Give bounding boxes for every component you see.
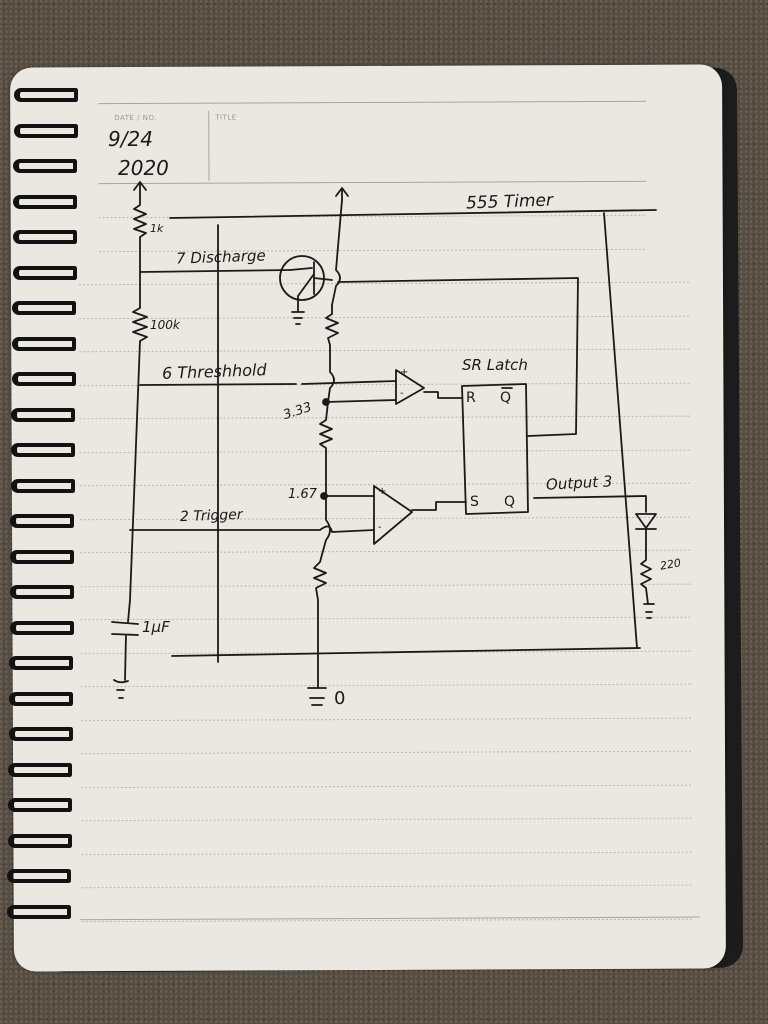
transistor-internals bbox=[289, 261, 333, 297]
chip-bottom-edge bbox=[171, 647, 641, 657]
label-capacitor: 1μF bbox=[142, 618, 170, 636]
latch-qbar-label: Q bbox=[500, 390, 512, 406]
discharge-wire bbox=[139, 269, 291, 273]
lower-comp-plus: + bbox=[378, 486, 387, 497]
vcc-wire-center bbox=[331, 199, 343, 306]
spiral-coil bbox=[12, 230, 79, 244]
resistor-220 bbox=[640, 549, 652, 605]
feedback-wire bbox=[337, 277, 579, 437]
resistor-bottom bbox=[313, 495, 331, 689]
spiral-coil bbox=[11, 443, 77, 457]
lower-comparator bbox=[373, 485, 413, 545]
latch-q-label: Q bbox=[504, 494, 516, 510]
label-trigger: 2 Trigger bbox=[179, 506, 243, 526]
capacitor bbox=[111, 599, 139, 681]
spiral-coil bbox=[7, 904, 73, 919]
label-r2: 100k bbox=[150, 318, 180, 332]
upper-comparator-wires bbox=[325, 391, 463, 403]
spiral-coil bbox=[8, 691, 75, 706]
spiral-coil bbox=[11, 372, 78, 386]
ground-symbol bbox=[307, 687, 327, 706]
upper-comparator bbox=[395, 369, 425, 405]
transistor-ground bbox=[291, 295, 305, 325]
spiral-coil bbox=[13, 194, 79, 209]
resistor-100k bbox=[129, 271, 148, 601]
label-threshold: 6 Threshhold bbox=[161, 360, 267, 383]
spiral-coil bbox=[9, 656, 75, 670]
threshold-wire bbox=[139, 380, 397, 386]
spiral-coil bbox=[11, 407, 77, 422]
latch-s-label: S bbox=[470, 494, 479, 510]
date-line1: 9/24 bbox=[108, 127, 153, 151]
transistor bbox=[279, 255, 325, 301]
spiral-coil bbox=[8, 798, 74, 812]
spiral-coil bbox=[7, 833, 74, 848]
resistor-top bbox=[325, 304, 339, 403]
chip-right-edge bbox=[603, 212, 638, 649]
spiral-coil bbox=[9, 585, 76, 599]
label-output: Output 3 bbox=[545, 472, 613, 494]
lower-comp-minus: - bbox=[378, 522, 382, 533]
label-discharge: 7 Discharge bbox=[175, 246, 267, 268]
spiral-coil bbox=[11, 336, 78, 351]
upper-comp-plus: + bbox=[400, 367, 409, 378]
spiral-coil bbox=[12, 265, 79, 280]
spiral-coil bbox=[14, 88, 80, 102]
label-ground: 0 bbox=[334, 688, 346, 709]
resistor-mid bbox=[319, 401, 333, 497]
capacitor-ground bbox=[113, 679, 129, 699]
date-line2: 2020 bbox=[118, 156, 169, 180]
vcc-arrow-center bbox=[335, 187, 349, 201]
circuit-title: 555 Timer bbox=[465, 190, 554, 214]
latch-r-label: R bbox=[466, 390, 476, 406]
spiral-coil bbox=[7, 869, 73, 883]
sr-latch-box bbox=[461, 383, 529, 515]
spiral-coil bbox=[10, 549, 76, 564]
trigger-wire bbox=[129, 525, 375, 533]
output-wire bbox=[533, 495, 647, 513]
upper-comp-minus: - bbox=[400, 388, 404, 399]
spiral-coil bbox=[8, 727, 75, 741]
spiral-coil bbox=[8, 762, 74, 777]
spiral-coil bbox=[9, 620, 76, 635]
label-r1: 1k bbox=[150, 222, 164, 235]
vcc-arrow-left bbox=[133, 181, 147, 196]
lower-comparator-wires bbox=[323, 495, 467, 511]
spiral-coil bbox=[12, 301, 78, 315]
chip-top-edge bbox=[169, 209, 657, 219]
spiral-coil bbox=[13, 123, 80, 138]
label-1v67: 1.67 bbox=[288, 487, 317, 502]
led-ground bbox=[643, 603, 655, 619]
spiral-coil bbox=[10, 478, 77, 493]
label-sr-latch: SR Latch bbox=[462, 356, 528, 374]
spiral-coil bbox=[13, 159, 79, 173]
led-diode bbox=[635, 513, 657, 551]
resistor-1k bbox=[133, 194, 147, 273]
spiral-coil bbox=[10, 514, 76, 528]
